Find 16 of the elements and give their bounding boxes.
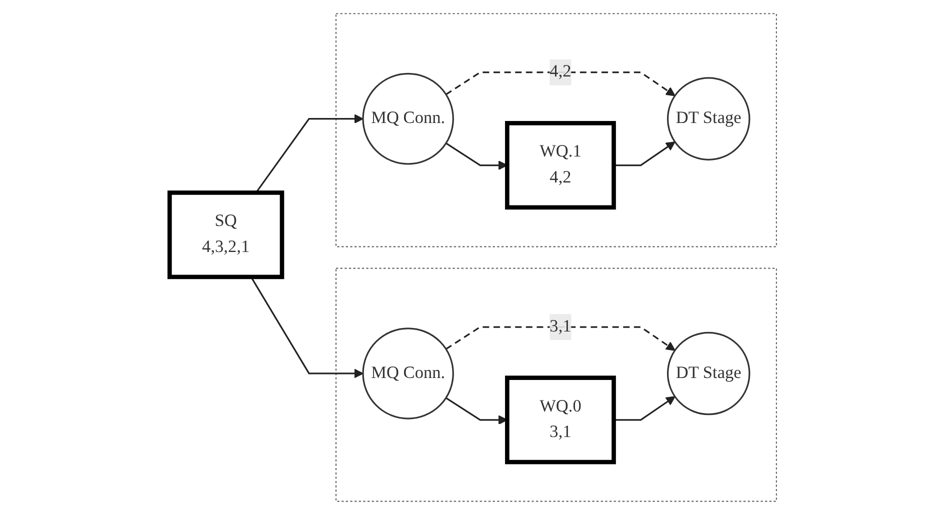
node-box: SQ 4,3,2,1 (167, 190, 284, 280)
node-box: WQ.1 4,2 (504, 120, 616, 210)
arrow (614, 396, 676, 421)
cluster (335, 13, 777, 248)
cluster (335, 268, 777, 502)
node-circle: MQ Conn. (362, 328, 454, 420)
arrow (614, 141, 676, 166)
node-circle: DT Stage (666, 332, 750, 416)
arrow (250, 276, 364, 378)
arrow (446, 72, 676, 96)
edge-label: 3,1 (550, 317, 572, 336)
node-circle: DT Stage (666, 77, 750, 160)
node-box: WQ.0 3,1 (504, 376, 616, 464)
arrow (446, 326, 676, 351)
node-circle: MQ Conn. (362, 72, 454, 165)
edge-label: 4,2 (550, 62, 572, 82)
